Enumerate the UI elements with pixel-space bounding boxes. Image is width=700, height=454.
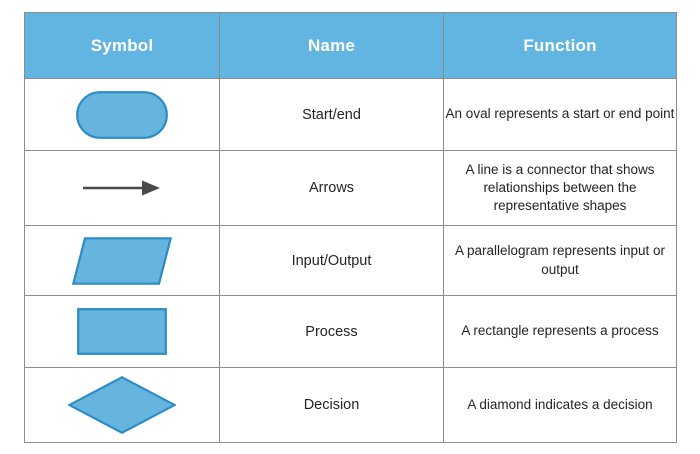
table-row: Process A rectangle represents a process: [24, 295, 677, 368]
table-row: Input/Output A parallelogram represents …: [24, 225, 677, 296]
table-row: Arrows A line is a connector that shows …: [24, 150, 677, 226]
symbol-cell-process: [24, 295, 220, 368]
parallelogram-shape-icon: [25, 226, 219, 295]
column-header-symbol: Symbol: [24, 12, 220, 79]
row-name-input-output: Input/Output: [219, 225, 444, 296]
flowchart-symbol-table: Symbol Name Function Start/end An oval r…: [24, 12, 677, 443]
row-function-arrows: A line is a connector that shows relatio…: [443, 150, 677, 226]
column-header-name: Name: [219, 12, 444, 79]
table-body: Start/end An oval represents a start or …: [24, 78, 677, 443]
symbol-cell-start-end: [24, 78, 220, 151]
diamond-shape-icon: [25, 368, 219, 442]
symbol-cell-decision: [24, 367, 220, 443]
row-name-decision: Decision: [219, 367, 444, 443]
rectangle-shape-icon: [25, 296, 219, 367]
row-function-start-end: An oval represents a start or end point: [443, 78, 677, 151]
table-row: Decision A diamond indicates a decision: [24, 367, 677, 443]
row-function-input-output: A parallelogram represents input or outp…: [443, 225, 677, 296]
table-header: Symbol Name Function: [24, 12, 677, 79]
right-arrow-icon: [25, 151, 219, 225]
row-name-process: Process: [219, 295, 444, 368]
row-function-process: A rectangle represents a process: [443, 295, 677, 368]
row-name-start-end: Start/end: [219, 78, 444, 151]
column-header-function: Function: [443, 12, 677, 79]
table-header-row: Symbol Name Function: [24, 12, 677, 79]
table-row: Start/end An oval represents a start or …: [24, 78, 677, 151]
row-function-decision: A diamond indicates a decision: [443, 367, 677, 443]
row-name-arrows: Arrows: [219, 150, 444, 226]
stadium-shape-icon: [25, 79, 219, 150]
symbol-cell-input-output: [24, 225, 220, 296]
symbol-cell-arrows: [24, 150, 220, 226]
